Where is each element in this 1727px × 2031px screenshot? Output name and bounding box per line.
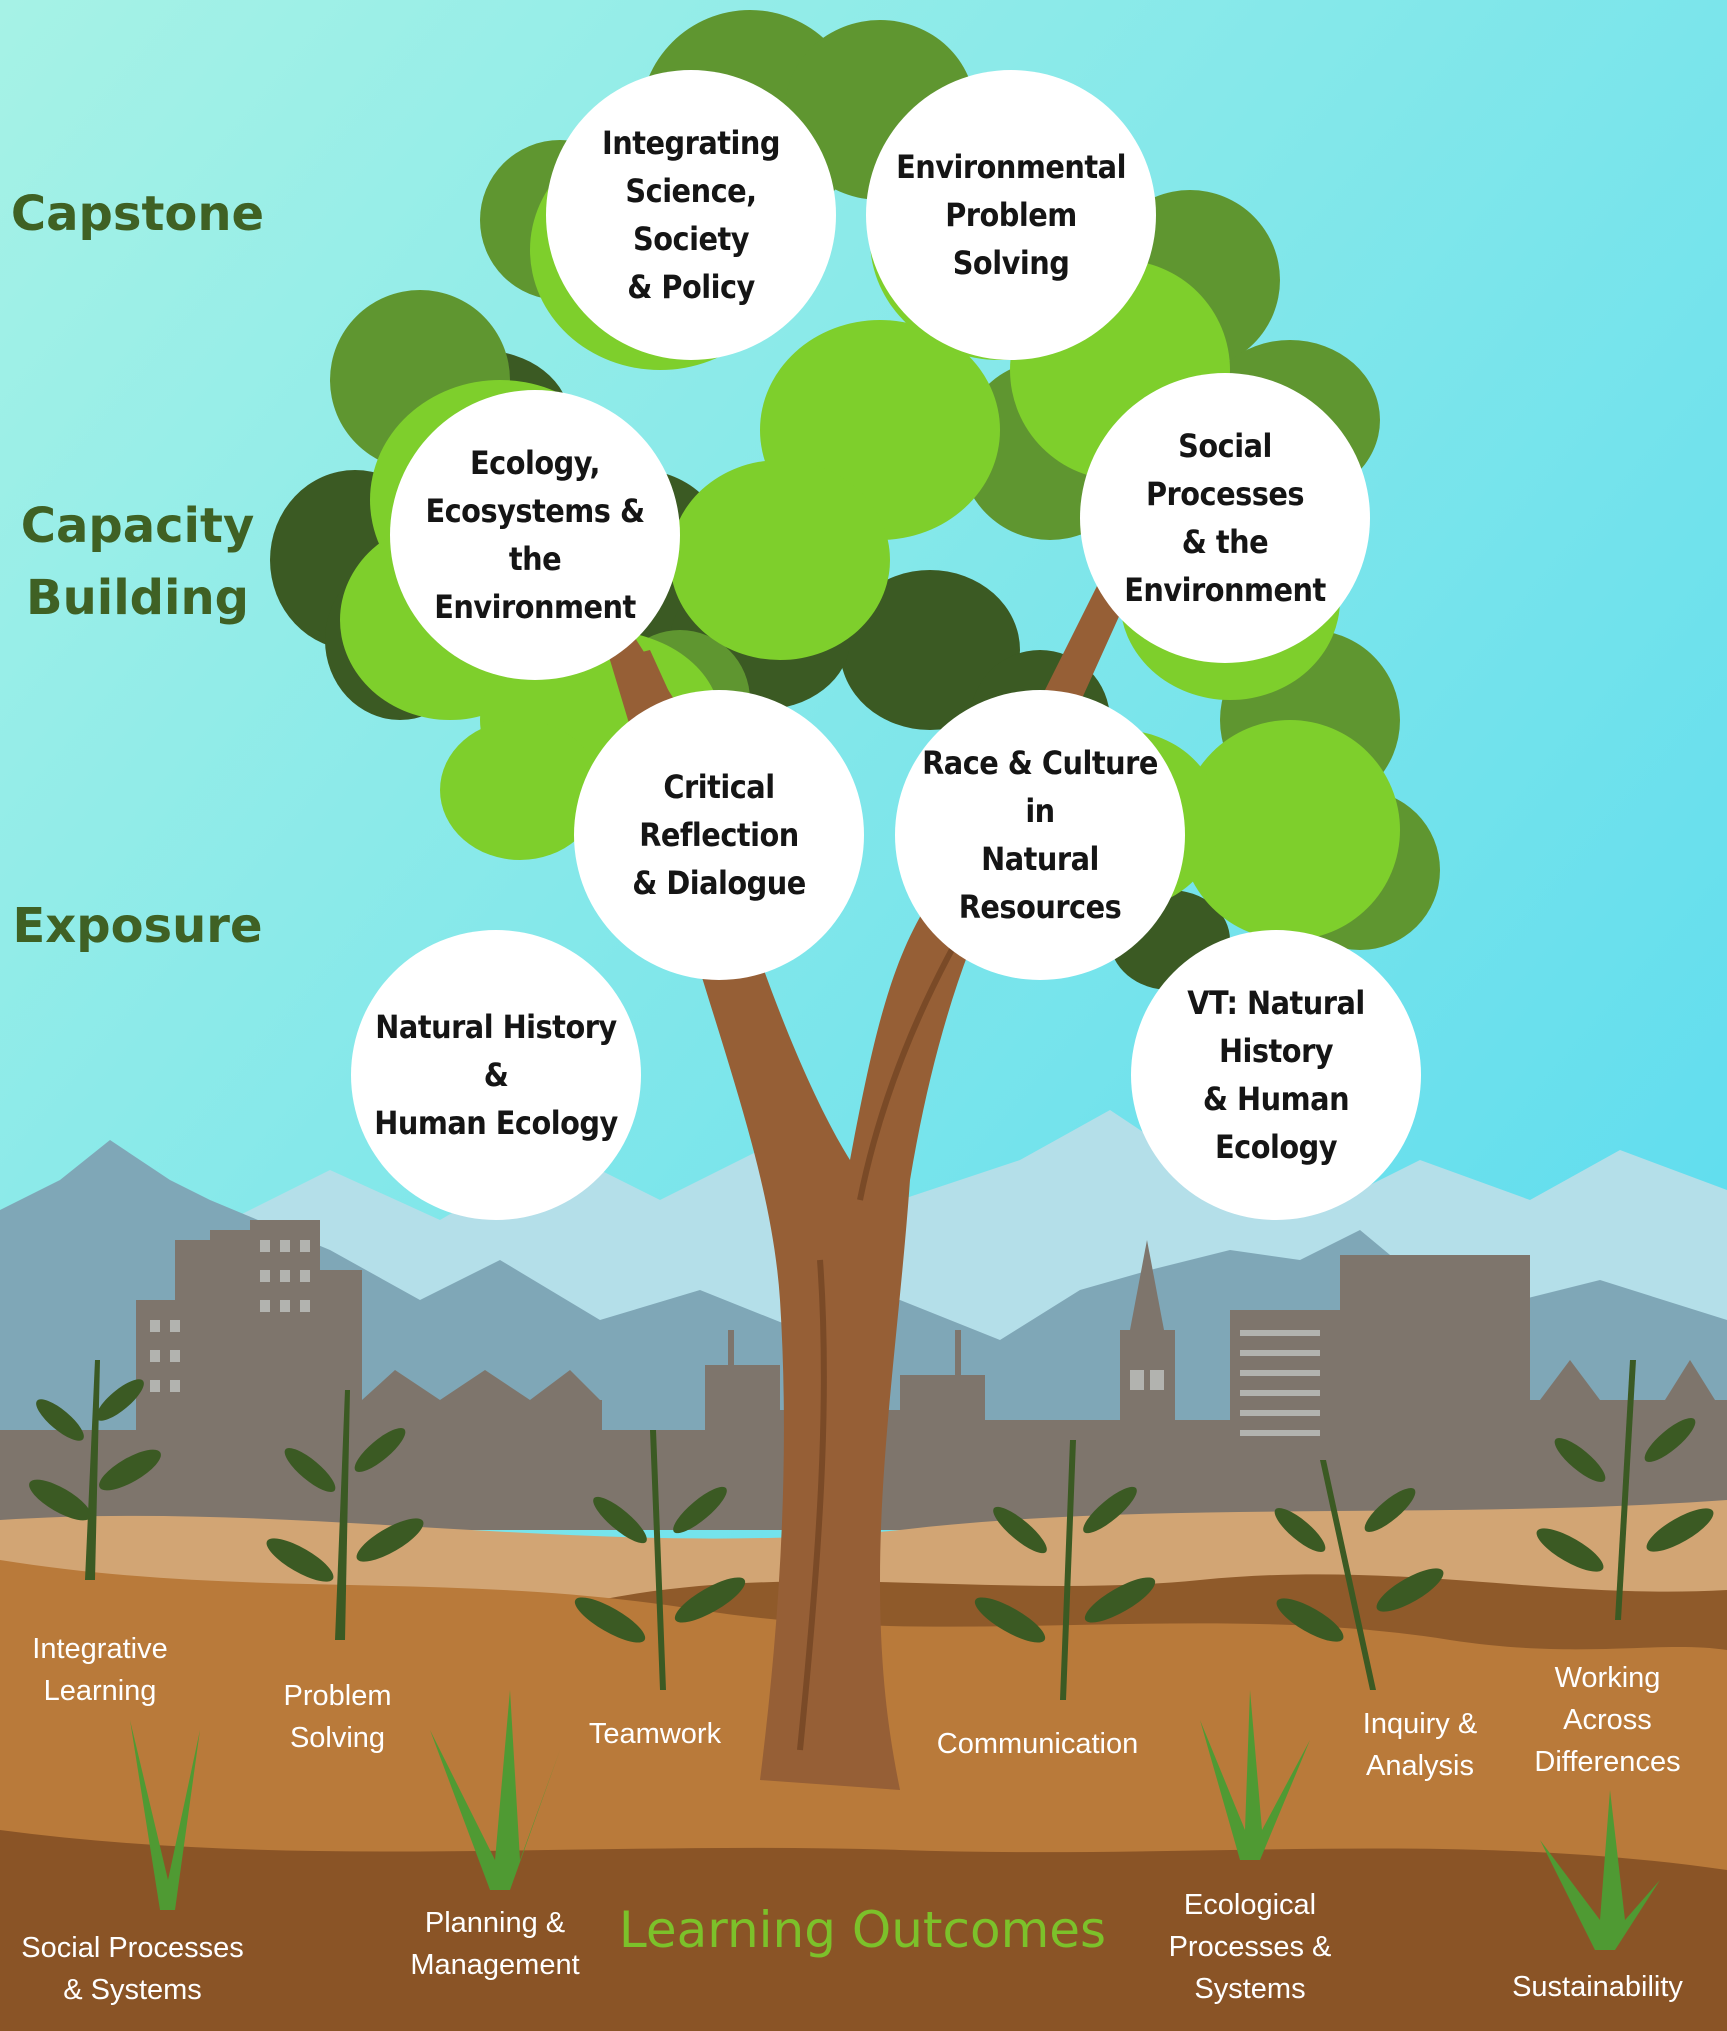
course-label: Natural History & Human Ecology	[374, 1008, 618, 1142]
outcome-ecological-processes: Ecological Processes & Systems	[1168, 1889, 1332, 2005]
course-environmental-problem-solving: Environmental Problem Solving	[866, 70, 1156, 360]
course-label: Ecology, Ecosystems & the Environment	[425, 444, 645, 626]
course-label: Social Processes & the Environment	[1124, 427, 1326, 609]
outcome-problem-solving: Problem Solving	[283, 1680, 392, 1754]
seedlings-dark	[29, 1360, 1714, 1700]
course-label: VT: Natural History & Human Ecology	[1187, 984, 1365, 1166]
course-label: Environmental Problem Solving	[896, 148, 1126, 282]
course-natural-history: Natural History & Human Ecology	[351, 930, 641, 1220]
outcome-teamwork: Teamwork	[588, 1718, 722, 1750]
tier-exposure: Exposure	[12, 898, 263, 954]
course-race-and-culture: Race & Culture in Natural Resources	[895, 690, 1185, 980]
course-label: Integrating Science, Society & Policy	[602, 124, 780, 306]
course-integrating-science: Integrating Science, Society & Policy	[546, 70, 836, 360]
course-vt-natural-history: VT: Natural History & Human Ecology	[1131, 930, 1421, 1220]
course-label: Race & Culture in Natural Resources	[922, 744, 1158, 926]
tier-capacity-building: Capacity Building	[20, 498, 255, 626]
outcome-inquiry-analysis: Inquiry & Analysis	[1362, 1708, 1478, 1782]
outcome-planning-management: Planning & Management	[410, 1907, 580, 1981]
outcome-working-across-differences: Working Across Differences	[1534, 1662, 1681, 1778]
outcome-communication: Communication	[936, 1728, 1139, 1760]
course-social-processes: Social Processes & the Environment	[1080, 373, 1370, 663]
course-ecology-ecosystems: Ecology, Ecosystems & the Environment	[390, 390, 680, 680]
course-critical-reflection: Critical Reflection & Dialogue	[574, 690, 864, 980]
building-windows	[150, 1240, 1320, 1436]
outcome-sustainability: Sustainability	[1512, 1971, 1683, 2003]
course-label: Critical Reflection & Dialogue	[632, 768, 806, 902]
grass-tufts-light	[130, 1690, 1660, 1950]
outcome-integrative-learning: Integrative Learning	[32, 1633, 168, 1707]
outcome-social-processes-systems: Social Processes & Systems	[21, 1932, 244, 2006]
ground-dark	[0, 1830, 1727, 2031]
tier-capstone: Capstone	[10, 186, 265, 242]
learning-outcomes-title: Learning Outcomes	[618, 1901, 1107, 1959]
